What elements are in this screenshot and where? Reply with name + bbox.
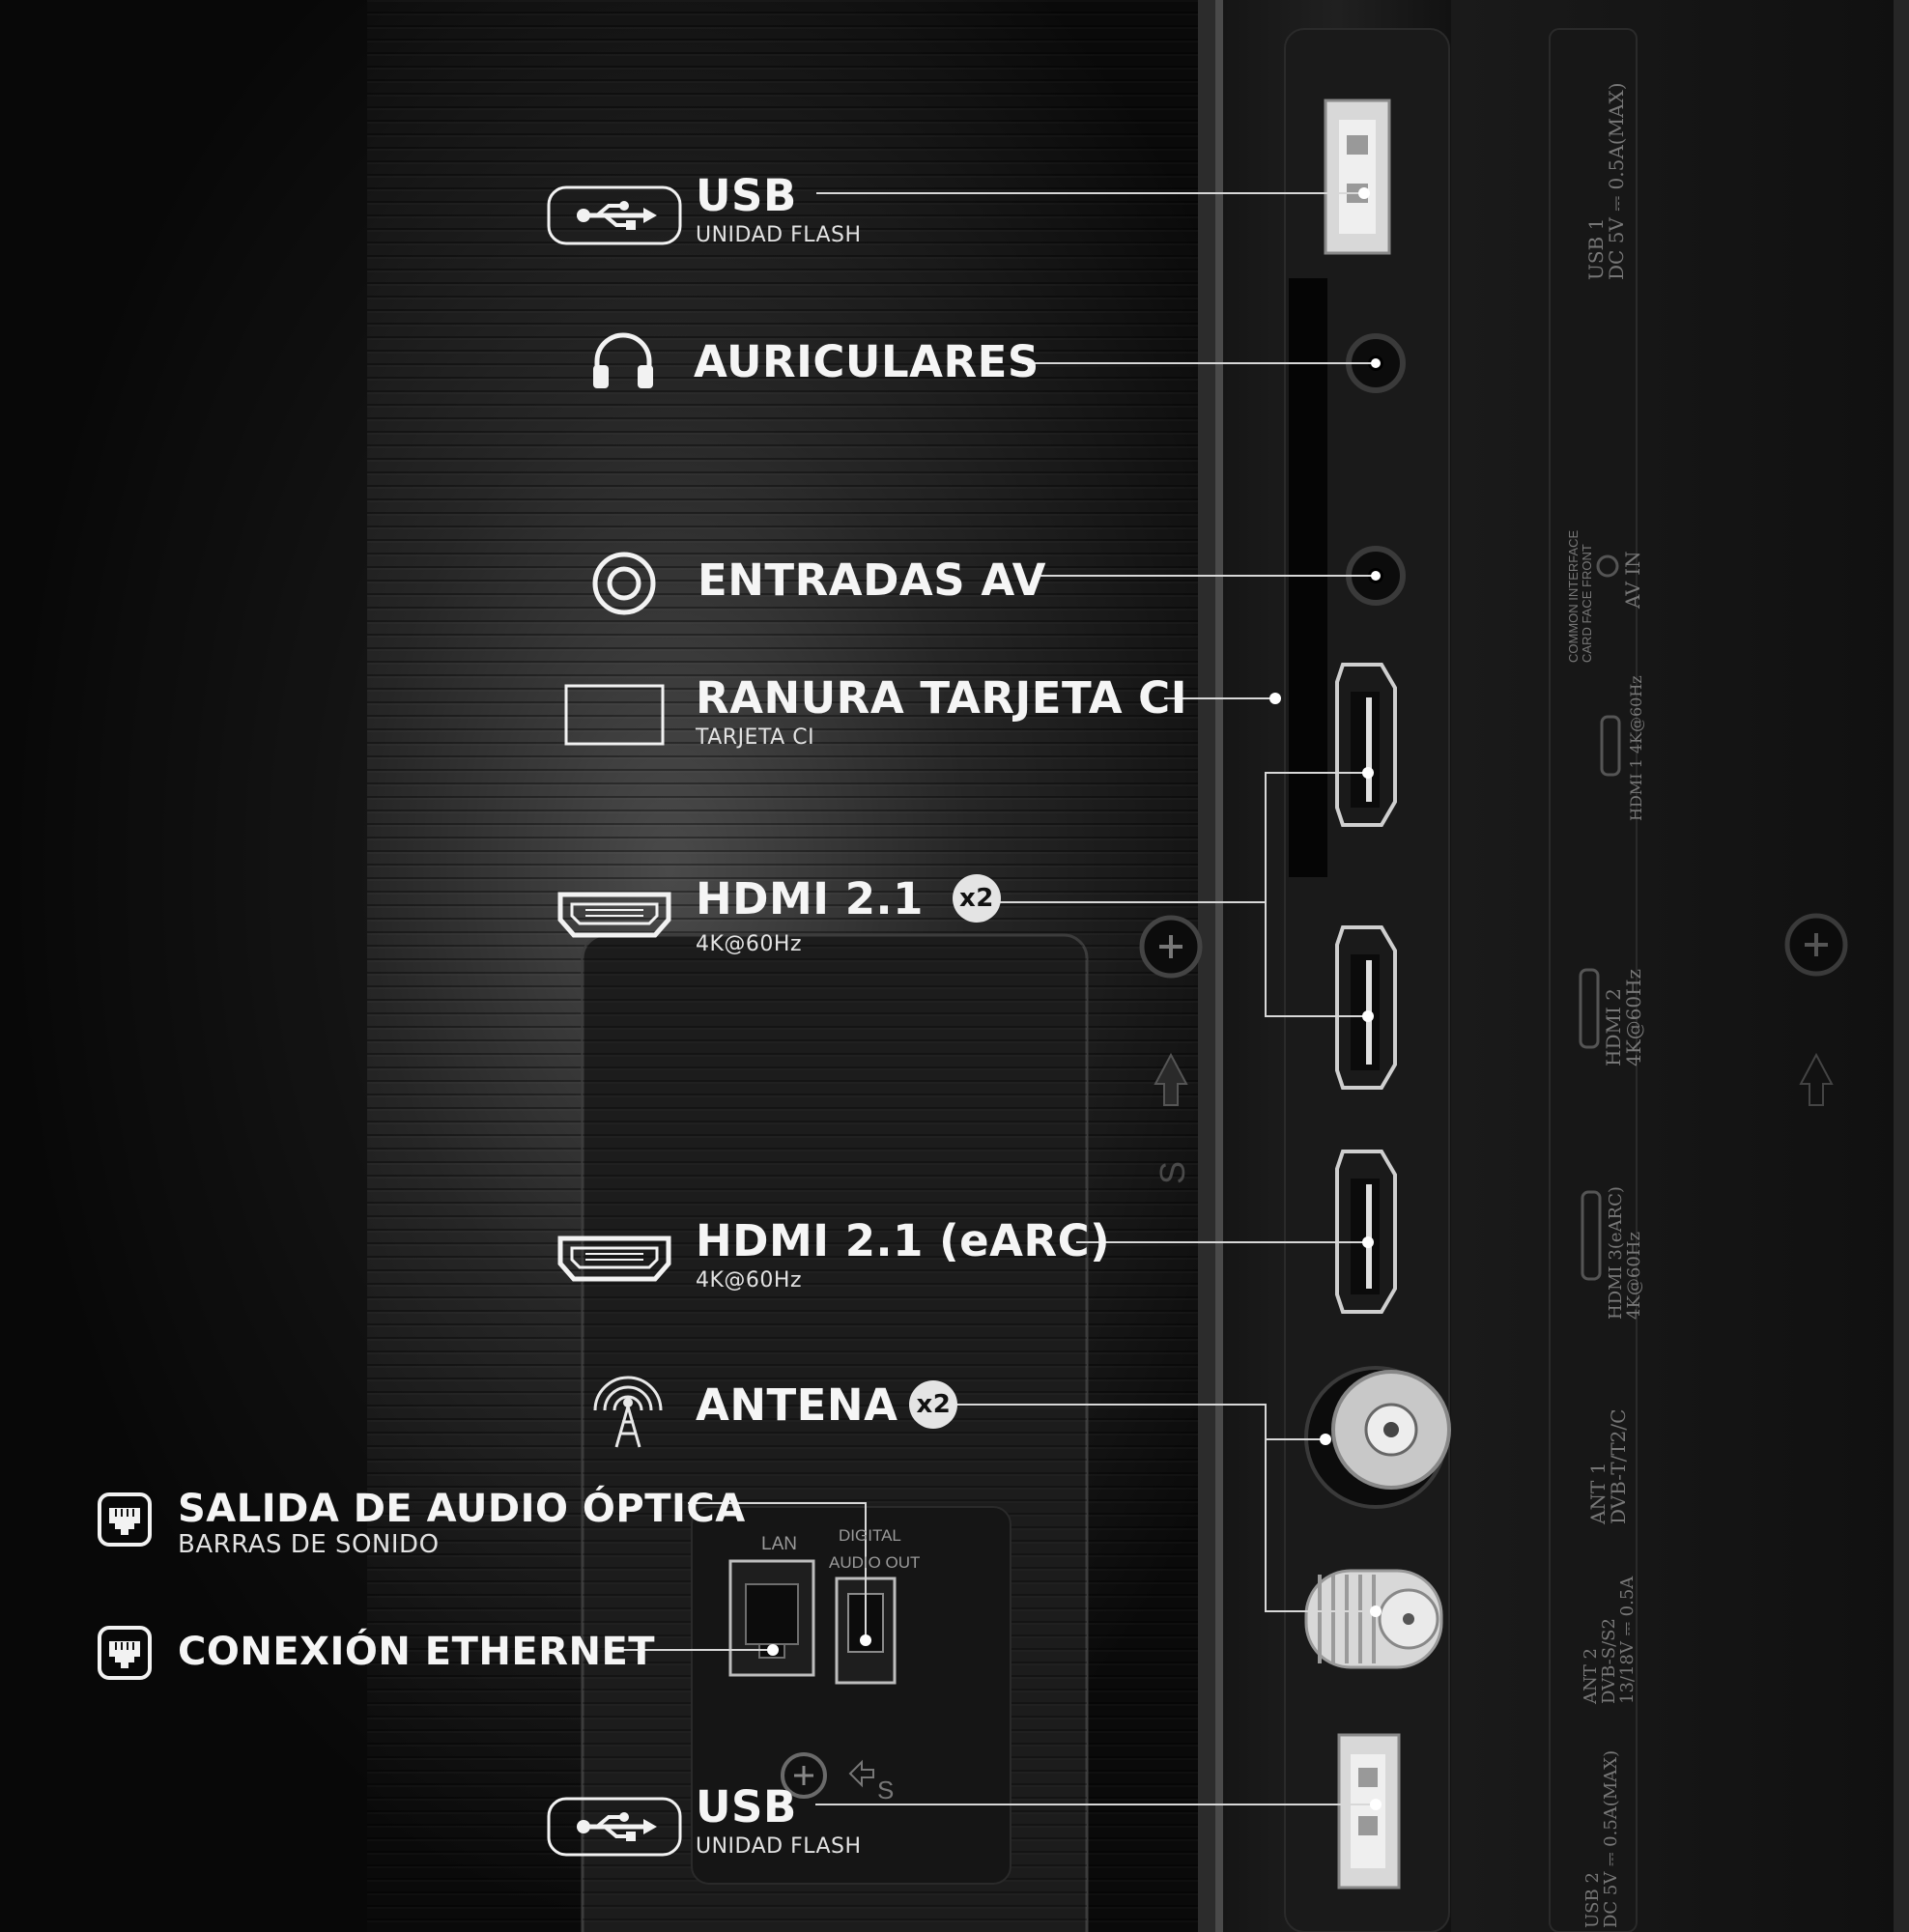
side-label-hdmi1: HDMI 1 4K@60Hz bbox=[1627, 675, 1645, 821]
lan-port-label: LAN bbox=[761, 1534, 797, 1554]
usb-top-label: USB UNIDAD FLASH bbox=[696, 174, 862, 246]
side-label-av-in: AV IN bbox=[1621, 551, 1644, 609]
hdmi-earc-subtitle: 4K@60Hz bbox=[696, 1268, 803, 1293]
usb-top-subtitle: UNIDAD FLASH bbox=[696, 223, 862, 247]
hdmi-icon bbox=[556, 889, 672, 939]
ci-slot-title: RANURA TARJETA CI bbox=[696, 672, 1187, 724]
usb-bottom-label: USB UNIDAD FLASH bbox=[696, 1785, 862, 1858]
usb-bottom-subtitle: UNIDAD FLASH bbox=[696, 1834, 862, 1859]
digital-audio-out-label-line1: DIGITAL bbox=[839, 1526, 901, 1545]
optical-subtitle: BARRAS DE SONIDO bbox=[178, 1530, 440, 1559]
optical-label: SALIDA DE AUDIO ÓPTICA BARRAS DE SONIDO bbox=[178, 1490, 746, 1557]
av-in-title: ENTRADAS AV bbox=[698, 554, 1046, 606]
digital-audio-out-label-line2: AUDIO OUT bbox=[829, 1553, 921, 1572]
optical-audio-icon bbox=[97, 1492, 153, 1548]
optical-title: SALIDA DE AUDIO ÓPTICA bbox=[178, 1487, 746, 1531]
usb-icon bbox=[547, 185, 682, 245]
side-label-hdmi3: HDMI 3(eARC)4K@60Hz bbox=[1606, 1186, 1644, 1320]
headphones-label: AURICULARES bbox=[694, 340, 1040, 384]
antenna-icon bbox=[589, 1370, 667, 1449]
ethernet-label: CONEXIÓN ETHERNET bbox=[178, 1633, 655, 1671]
svg-text:S: S bbox=[1153, 1161, 1192, 1184]
usb-bottom-title: USB bbox=[696, 1781, 797, 1833]
antenna-count-badge: x2 bbox=[909, 1380, 958, 1429]
ethernet-title: CONEXIÓN ETHERNET bbox=[178, 1630, 656, 1674]
hdmi-count-badge: x2 bbox=[952, 874, 1001, 923]
ci-card-icon bbox=[564, 684, 665, 746]
av-input-icon bbox=[591, 551, 657, 616]
ci-slot-subtitle: TARJETA CI bbox=[696, 725, 815, 750]
usb-top-title: USB bbox=[696, 170, 797, 221]
headphones-title: AURICULARES bbox=[694, 336, 1040, 387]
ci-slot-label: RANURA TARJETA CI TARJETA CI bbox=[696, 676, 1187, 749]
screw-mark-label: S bbox=[877, 1776, 895, 1804]
hdmi-earc-title: HDMI 2.1 (eARC) bbox=[696, 1215, 1111, 1266]
headphones-icon bbox=[589, 328, 657, 390]
hdmi-subtitle: 4K@60Hz bbox=[696, 932, 803, 956]
ethernet-icon bbox=[97, 1625, 153, 1681]
av-in-label: ENTRADAS AV bbox=[698, 558, 1046, 602]
usb-icon-bottom bbox=[547, 1797, 682, 1857]
hdmi-earc-icon bbox=[556, 1233, 672, 1283]
hdmi-earc-label: HDMI 2.1 (eARC) 4K@60Hz bbox=[696, 1219, 1110, 1292]
